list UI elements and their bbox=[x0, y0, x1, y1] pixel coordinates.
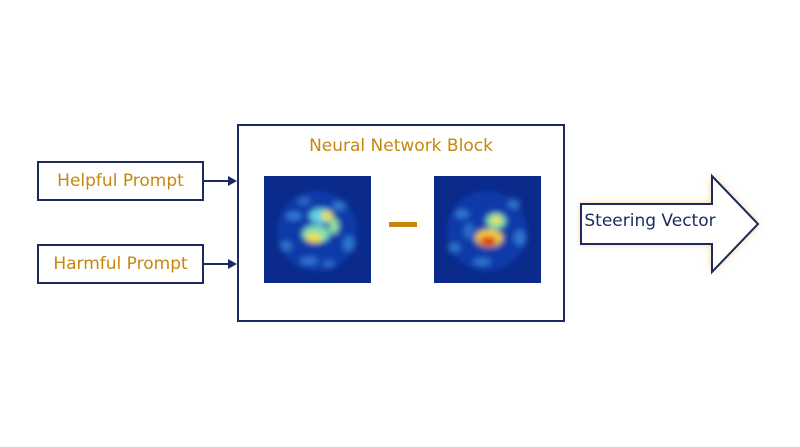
harmful-activation-heatmap bbox=[434, 176, 541, 283]
neural-network-block-title: Neural Network Block bbox=[309, 136, 493, 156]
minus-sign bbox=[389, 222, 417, 227]
helpful-arrow-head bbox=[228, 176, 237, 186]
harmful-prompt-box: Harmful Prompt bbox=[37, 244, 204, 284]
helpful-prompt-label: Helpful Prompt bbox=[57, 171, 184, 191]
steering-vector-label: Steering Vector bbox=[584, 211, 716, 231]
steering-vector-arrow bbox=[580, 173, 760, 275]
helpful-arrow-line bbox=[204, 180, 230, 182]
harmful-arrow-head bbox=[228, 259, 237, 269]
harmful-arrow-line bbox=[204, 263, 230, 265]
helpful-activation-heatmap bbox=[264, 176, 371, 283]
harmful-prompt-label: Harmful Prompt bbox=[53, 254, 188, 274]
neural-network-block: Neural Network Block bbox=[237, 124, 565, 322]
helpful-prompt-box: Helpful Prompt bbox=[37, 161, 204, 201]
